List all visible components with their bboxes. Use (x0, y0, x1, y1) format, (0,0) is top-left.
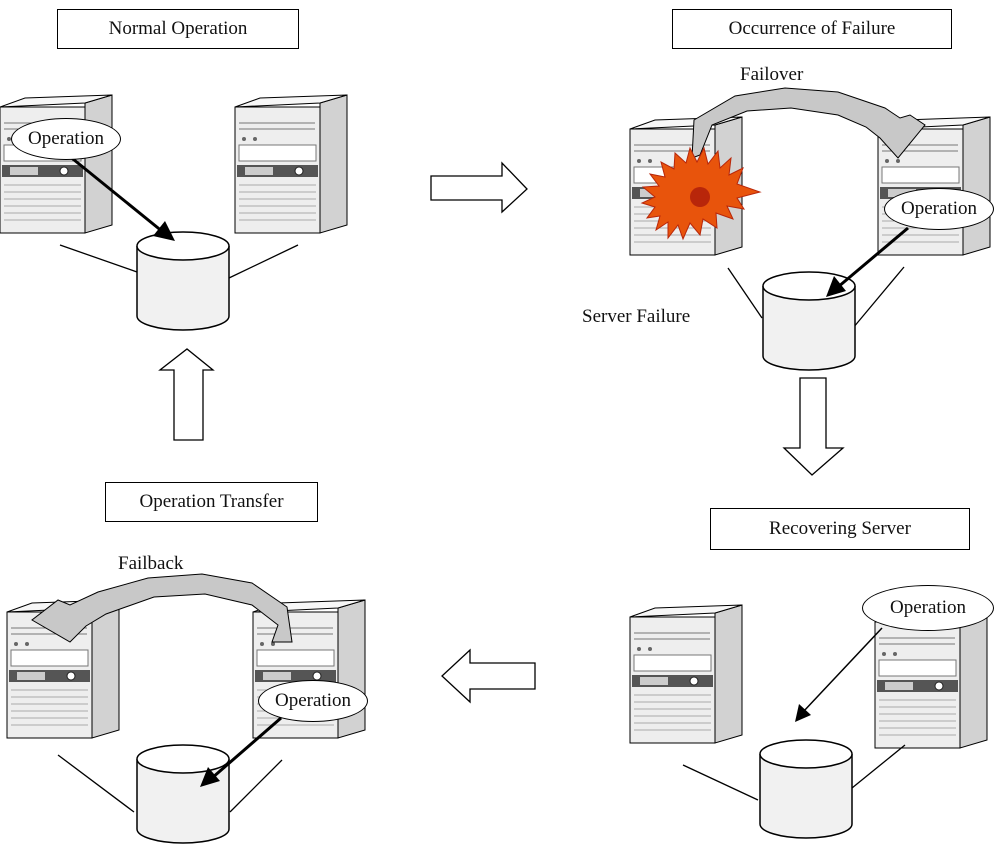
connection-line (59, 244, 138, 273)
connection-line (228, 244, 299, 279)
block-arrow-left-icon (441, 648, 536, 704)
operation-label: Operation (890, 597, 966, 618)
failover-arrow-icon (691, 87, 926, 159)
access-arrow-line (837, 226, 909, 289)
title-occurrence-of-failure: Occurrence of Failure (672, 9, 952, 49)
shared-disk-icon (759, 739, 853, 839)
shared-disk-icon (136, 744, 230, 844)
server-failure-label: Server Failure (582, 306, 691, 327)
title-operation-transfer: Operation Transfer (105, 482, 318, 522)
access-arrow-line (802, 627, 883, 713)
title-recovering-server-text: Recovering Server (769, 518, 911, 539)
access-arrowhead-icon (826, 276, 846, 297)
access-arrowhead-icon (200, 767, 220, 787)
connection-line (852, 266, 905, 329)
connection-line (682, 764, 759, 801)
recovering-server-icon (629, 604, 743, 744)
stage-recovering (629, 604, 988, 839)
title-recovering-server: Recovering Server (710, 508, 970, 550)
title-normal-operation: Normal Operation (57, 9, 299, 49)
stage-failure (629, 87, 991, 371)
block-arrow-right-icon (430, 161, 528, 214)
access-arrow-line (67, 153, 164, 234)
title-operation-transfer-text: Operation Transfer (139, 491, 284, 512)
access-arrowhead-icon (153, 221, 175, 241)
stage-transfer (6, 573, 366, 844)
block-arrow-up-icon (158, 348, 215, 441)
failback-label: Failback (118, 553, 184, 574)
server-icon (234, 94, 348, 234)
connection-line (57, 754, 135, 813)
operation-bubble: Operation (884, 188, 994, 230)
failback-arrow-icon (31, 573, 293, 643)
stage-normal (0, 94, 348, 331)
operation-label: Operation (901, 198, 977, 219)
explosion-core (690, 187, 710, 207)
block-arrow-down-icon (782, 377, 845, 476)
operation-label: Operation (28, 128, 104, 149)
operation-label: Operation (275, 690, 351, 711)
access-arrowhead-icon (795, 704, 811, 722)
title-occurrence-of-failure-text: Occurrence of Failure (728, 18, 896, 39)
shared-disk-icon (136, 231, 230, 331)
failover-label: Failover (740, 64, 804, 85)
title-normal-operation-text: Normal Operation (108, 18, 248, 39)
connection-line (851, 744, 906, 789)
server-icon (0, 94, 113, 234)
operation-bubble: Operation (862, 585, 994, 631)
connection-line (727, 267, 763, 319)
connection-line (229, 759, 283, 813)
access-arrow-line (211, 716, 282, 780)
operation-bubble: Operation (258, 680, 368, 722)
operation-bubble: Operation (11, 118, 121, 160)
